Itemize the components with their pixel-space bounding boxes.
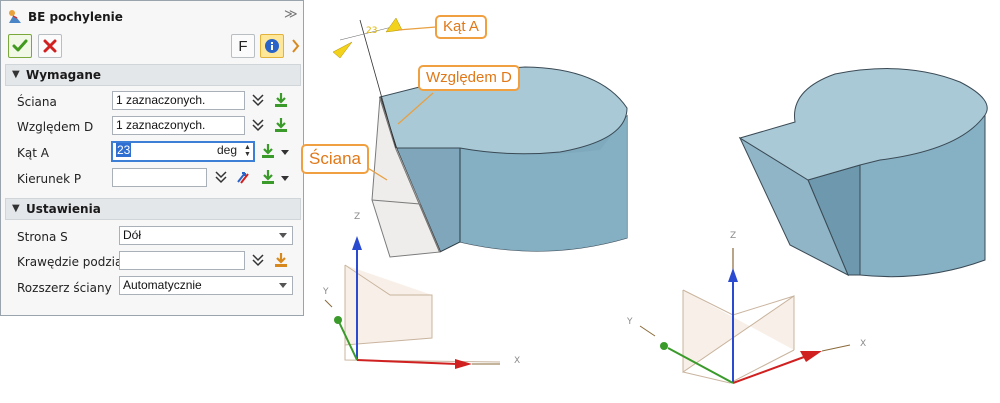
dialog-titlebar: BE pochylenie ≫: [1, 1, 303, 31]
angle-arrow-right-icon: [385, 17, 403, 33]
reference-field[interactable]: 1 zaznaczonych.: [112, 116, 245, 135]
f-button[interactable]: F: [231, 34, 255, 58]
axis-triad-right: [639, 248, 851, 384]
info-button[interactable]: [260, 34, 284, 58]
pick-download-icon[interactable]: [260, 169, 276, 185]
x-axis-left: [356, 359, 458, 365]
extend-faces-value: Automatycznie: [123, 278, 202, 292]
preview-model: [332, 17, 628, 258]
y-axis-left: [338, 321, 358, 361]
angle-value: 23: [116, 143, 132, 157]
face-field[interactable]: 1 zaznaczonych.: [112, 91, 245, 110]
split-edges-label: Krawędzie podziału: [17, 255, 134, 269]
callout-angle: Kąt A: [435, 15, 487, 39]
cancel-button[interactable]: [38, 34, 62, 58]
collapse-triangle-icon: ▼: [12, 203, 20, 214]
y-axis-label: Y: [627, 317, 633, 327]
direction-options-arrow-icon[interactable]: [281, 176, 289, 181]
callout-face: Ściana: [301, 144, 369, 174]
section-required-header[interactable]: ▼ Wymagane: [5, 64, 301, 86]
z-axis-label: Z: [354, 212, 361, 222]
split-edges-field[interactable]: [119, 251, 245, 270]
extend-faces-label: Rozszerz ściany: [17, 281, 112, 295]
angle-unit: deg: [217, 143, 238, 157]
pick-download-icon[interactable]: [260, 143, 276, 159]
z-axis-label: Z: [730, 231, 737, 241]
x-axis-label: X: [514, 356, 521, 366]
chevron-down-icon: [279, 283, 287, 288]
pick-edges-icon[interactable]: [273, 252, 289, 268]
draft-dialog: BE pochylenie ≫ F ▼ Wymagane Ściana 1 za…: [0, 0, 304, 316]
section-settings-label: Ustawienia: [26, 202, 101, 216]
axis-triad-left: [324, 236, 501, 369]
face-label: Ściana: [17, 95, 57, 109]
checkmark-icon: [12, 39, 28, 52]
side-select[interactable]: Dół: [119, 226, 293, 245]
angle-input[interactable]: 23 deg ▲▼: [111, 141, 255, 162]
chevrons-down-icon[interactable]: [250, 252, 266, 268]
side-value: Dół: [123, 228, 142, 242]
chevrons-down-icon[interactable]: [213, 169, 229, 185]
extend-faces-select[interactable]: Automatycznie: [119, 276, 293, 295]
collapse-triangle-icon: ▼: [12, 69, 20, 80]
flip-direction-icon[interactable]: [235, 169, 251, 185]
pick-download-icon[interactable]: [273, 92, 289, 108]
dialog-title: BE pochylenie: [28, 10, 123, 24]
more-options-icon[interactable]: [289, 34, 303, 58]
info-icon: [265, 39, 279, 53]
reference-label: Względem D: [17, 120, 94, 134]
section-required-label: Wymagane: [26, 68, 102, 82]
x-axis-right: [732, 356, 805, 384]
chevrons-down-icon[interactable]: [250, 117, 266, 133]
y-axis-right: [667, 347, 734, 384]
pick-download-icon[interactable]: [273, 117, 289, 133]
side-label: Strona S: [17, 230, 68, 244]
dropdown-side-icon: [292, 39, 300, 53]
angle-marker-value: 23: [366, 26, 378, 36]
chevron-down-icon: [279, 233, 287, 238]
result-model: [738, 68, 988, 278]
collapse-icon[interactable]: ≫: [284, 7, 298, 22]
close-icon: [43, 39, 57, 53]
accept-button[interactable]: [8, 34, 32, 58]
direction-field[interactable]: [112, 168, 207, 187]
angle-arrow-left-icon: [332, 41, 353, 59]
angle-options-arrow-icon[interactable]: [281, 150, 289, 155]
angle-label: Kąt A: [17, 146, 49, 160]
section-settings-header[interactable]: ▼ Ustawienia: [5, 198, 301, 220]
chevrons-down-icon[interactable]: [250, 92, 266, 108]
callout-reference: Względem D: [418, 65, 520, 91]
direction-label: Kierunek P: [17, 172, 82, 186]
x-axis-label: X: [860, 339, 867, 349]
y-axis-label: Y: [323, 287, 329, 297]
draft-feature-icon: [9, 10, 21, 23]
spinner-icon[interactable]: ▲▼: [244, 144, 251, 158]
